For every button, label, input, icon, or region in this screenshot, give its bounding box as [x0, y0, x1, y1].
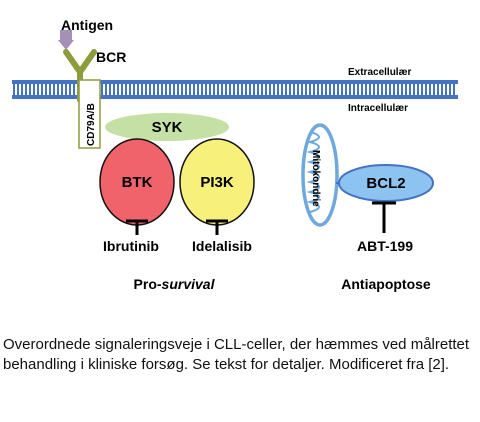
bcl2-label: BCL2 — [366, 175, 405, 192]
extracellular-label: Extracellulær — [348, 67, 411, 78]
idelalisib-inhibitor-bar — [206, 219, 228, 235]
btk-label: BTK — [122, 174, 153, 191]
ibrutinib-inhibitor-bar — [126, 219, 148, 235]
mitochondria-label: Mitokondrie — [310, 150, 321, 207]
pi3k-label: PI3K — [200, 174, 234, 191]
cell-membrane — [12, 80, 458, 99]
abt199-label: ABT-199 — [357, 238, 413, 254]
intracellular-label: Intracellulær — [348, 103, 408, 114]
ibrutinib-label: Ibrutinib — [103, 238, 159, 254]
idelalisib-label: Idelalisib — [192, 238, 252, 254]
antiapoptosis-label: Antiapoptose — [341, 276, 431, 292]
cd79-label: CD79A/B — [86, 103, 97, 146]
mitochondria-shape — [301, 123, 339, 227]
bcr-label: BCR — [96, 49, 126, 65]
abt199-inhibitor-bar — [372, 201, 396, 233]
syk-ellipse — [105, 113, 229, 141]
antigen-label: Antigen — [61, 17, 113, 33]
pro-survival-label: Pro-survival — [134, 276, 216, 292]
cd79-box — [78, 79, 101, 149]
figure-caption: Overordnede signaleringsveje i CLL-celle… — [3, 336, 470, 373]
antigen-shape — [58, 30, 74, 50]
bcl2-ellipse — [338, 164, 434, 202]
signaling-diagram: Antigen BCR CD79A/B Extracellulær Intrac… — [12, 17, 458, 292]
syk-label: SYK — [152, 119, 183, 136]
